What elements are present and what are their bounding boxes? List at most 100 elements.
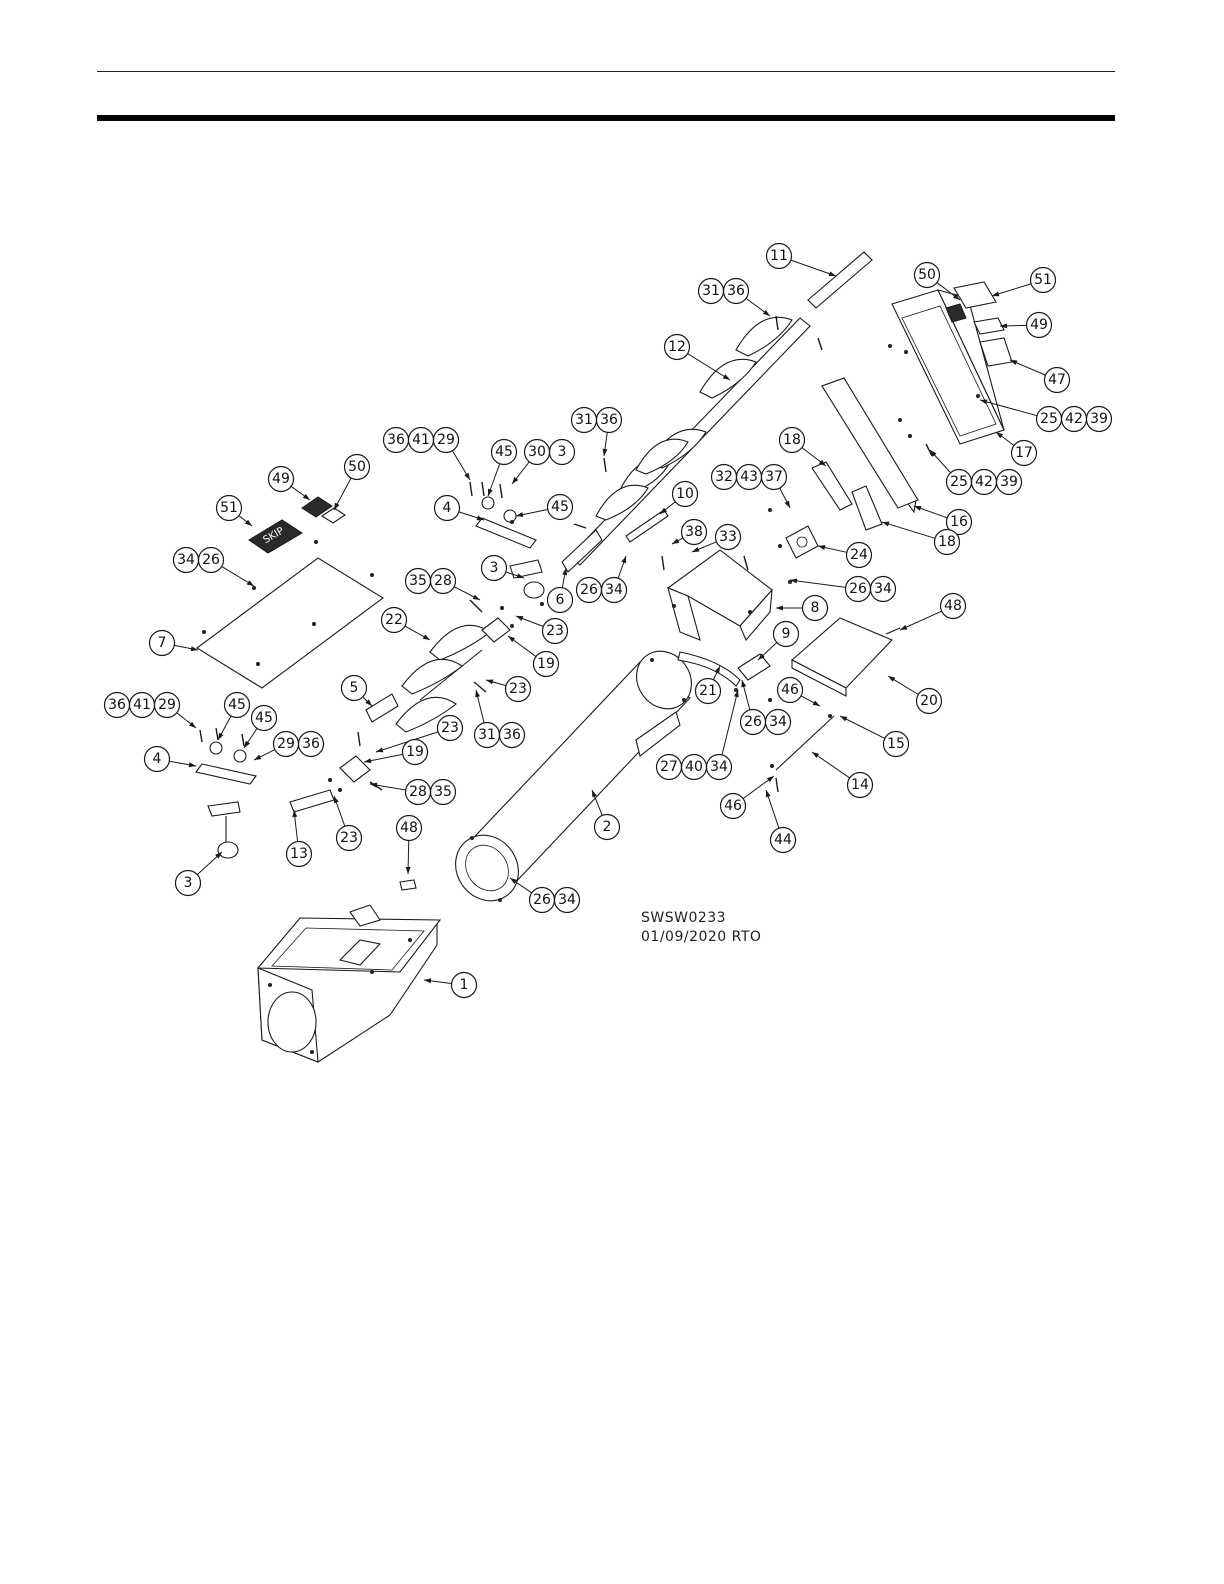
callout-number: 41 [133, 697, 151, 713]
callout-10: 10 [673, 482, 698, 507]
callout-number: 12 [668, 339, 686, 355]
callout-31-36-c: 31 36 [475, 723, 525, 748]
leader-arrow-29-36 [254, 755, 261, 760]
decal-49-sheet [974, 318, 1004, 334]
leader-arrow-23-d [334, 796, 339, 803]
callout-38: 38 [682, 520, 707, 545]
leader-arrow-19-b [364, 758, 371, 763]
callout-number: 23 [546, 623, 564, 639]
callout-number: 42 [975, 474, 993, 490]
leader-arrow-31-36-b [602, 449, 607, 456]
callout-number: 2 [603, 819, 612, 835]
leader-arrow-23-c [376, 747, 383, 752]
part-bushing-45c [210, 742, 222, 754]
callout-47: 47 [1045, 368, 1070, 393]
part-intake-hopper [258, 905, 440, 1062]
callout-number: 36 [387, 432, 405, 448]
leader-arrow-51-a [992, 292, 999, 297]
callout-2: 2 [595, 815, 620, 840]
callout-number: 30 [528, 444, 546, 460]
callout-number: 23 [441, 720, 459, 736]
callout-9: 9 [774, 622, 799, 647]
callout-number: 31 [478, 727, 496, 743]
callout-number: 5 [350, 680, 359, 696]
part-stub-shaft [562, 530, 602, 572]
callout-50-b: 50 [345, 455, 370, 480]
callout-24: 24 [847, 543, 872, 568]
callout-31-36-b: 3136 [572, 408, 622, 433]
callout-number: 42 [1065, 411, 1083, 427]
callout-27-40-34: 274034 [657, 755, 732, 780]
callout-49-a: 49 [1027, 313, 1052, 338]
callout-31-36-a: 3136 [699, 279, 749, 304]
callout-12: 12 [665, 335, 690, 360]
callout-number: 18 [783, 432, 801, 448]
callout-25-42-39-a: 25 42 39 [1037, 407, 1112, 432]
callout-13: 13 [287, 842, 312, 867]
callout-8: 8 [803, 596, 828, 621]
decal-skip: SKIP [249, 520, 302, 553]
part-bushing-45b [504, 510, 516, 522]
callout-number: 11 [770, 248, 788, 264]
leader-arrow-45-b [516, 512, 523, 517]
leader-arrow-22 [423, 634, 430, 640]
callout-number: 26 [849, 581, 867, 597]
callout-number: 34 [769, 714, 787, 730]
callout-number: 14 [851, 777, 869, 793]
callout-number: 49 [272, 471, 290, 487]
callout-number: 47 [1048, 372, 1066, 388]
part-hanger-3a-collar [524, 582, 544, 598]
callout-number: 36 [727, 283, 745, 299]
leader-arrow-33 [692, 547, 699, 552]
callout-46-b: 46 [721, 794, 746, 819]
callout-7: 7 [150, 631, 175, 656]
callout-number: 32 [715, 469, 733, 485]
leader-18-b [882, 522, 935, 538]
leader-arrow-17 [996, 432, 1003, 438]
part-bushing-45d [234, 750, 246, 762]
leader-arrow-8 [776, 606, 783, 611]
leader-arrow-35-28 [473, 595, 480, 600]
leader-arrow-50-b [334, 503, 340, 510]
callout-number: 46 [781, 682, 799, 698]
callout-number: 31 [575, 412, 593, 428]
callout-number: 7 [158, 635, 167, 651]
leader-arrow-31-36-a [763, 310, 770, 316]
callout-4-a: 4 [435, 496, 460, 521]
callout-36-41-29-a: 364129 [384, 428, 459, 453]
callout-number: 34 [177, 552, 195, 568]
leader-arrow-48-b [406, 867, 411, 874]
callout-number: 25 [1040, 411, 1058, 427]
callout-11: 11 [767, 244, 792, 269]
leader-arrow-49-b [303, 494, 310, 500]
callout-45-d: 45 [252, 706, 277, 731]
part-plate-4a [476, 518, 536, 548]
callout-number: 3 [184, 875, 193, 891]
callout-number: 1 [460, 977, 469, 993]
callout-number: 50 [918, 267, 936, 283]
callout-number: 36 [503, 727, 521, 743]
callout-46-a: 46 [778, 678, 803, 703]
leader-arrow-18-b [882, 522, 889, 527]
callout-number: 37 [765, 469, 783, 485]
callout-number: 50 [348, 459, 366, 475]
leader-arrow-51-b [245, 520, 252, 526]
callout-26-34-d: 2634 [530, 888, 580, 913]
callout-number: 39 [1090, 411, 1108, 427]
leader-arrow-45-a [488, 489, 493, 496]
callout-number: 24 [850, 547, 868, 563]
callout-48-b: 48 [397, 816, 422, 841]
callout-number: 4 [153, 751, 162, 767]
callout-29-36: 2936 [274, 732, 324, 757]
leader-arrow-31-36-c [475, 690, 480, 697]
leader-arrow-46-a [813, 701, 820, 707]
callout-number: 34 [874, 581, 892, 597]
callout-23-c: 23 [438, 716, 463, 741]
callout-number: 34 [710, 759, 728, 775]
callout-number: 34 [558, 892, 576, 908]
callout-number: 28 [409, 784, 427, 800]
callout-number: 27 [660, 759, 678, 775]
callout-number: 48 [400, 820, 418, 836]
callout-17: 17 [1012, 441, 1037, 466]
